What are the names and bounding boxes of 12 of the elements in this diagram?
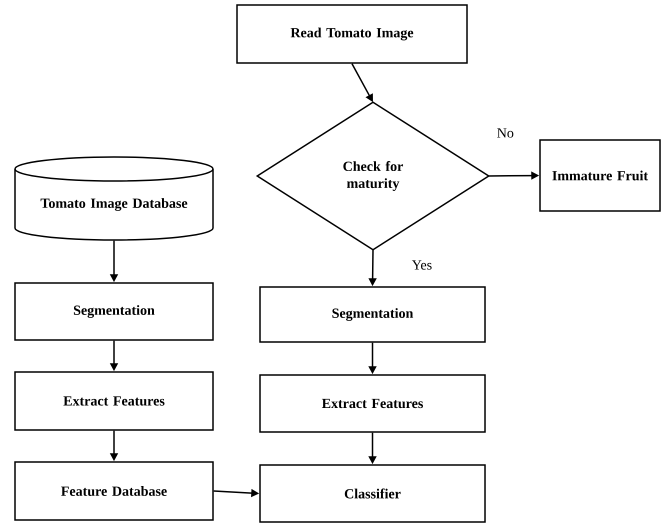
edge-label: No — [497, 128, 514, 138]
edge-label: Yes — [412, 260, 432, 270]
process-box: Immature Fruit — [539, 139, 661, 212]
process-box: Segmentation — [14, 282, 214, 341]
process-box: Segmentation — [259, 286, 486, 343]
process-box: Feature Database — [14, 461, 214, 521]
process-box: Extract Features — [14, 371, 214, 431]
database-cylinder: Tomato Image Database — [14, 156, 214, 241]
process-box: Extract Features — [259, 374, 486, 433]
process-box: Read Tomato Image — [236, 4, 468, 64]
node-label: Tomato Image Database — [40, 198, 188, 211]
process-box: Classifier — [259, 464, 486, 523]
